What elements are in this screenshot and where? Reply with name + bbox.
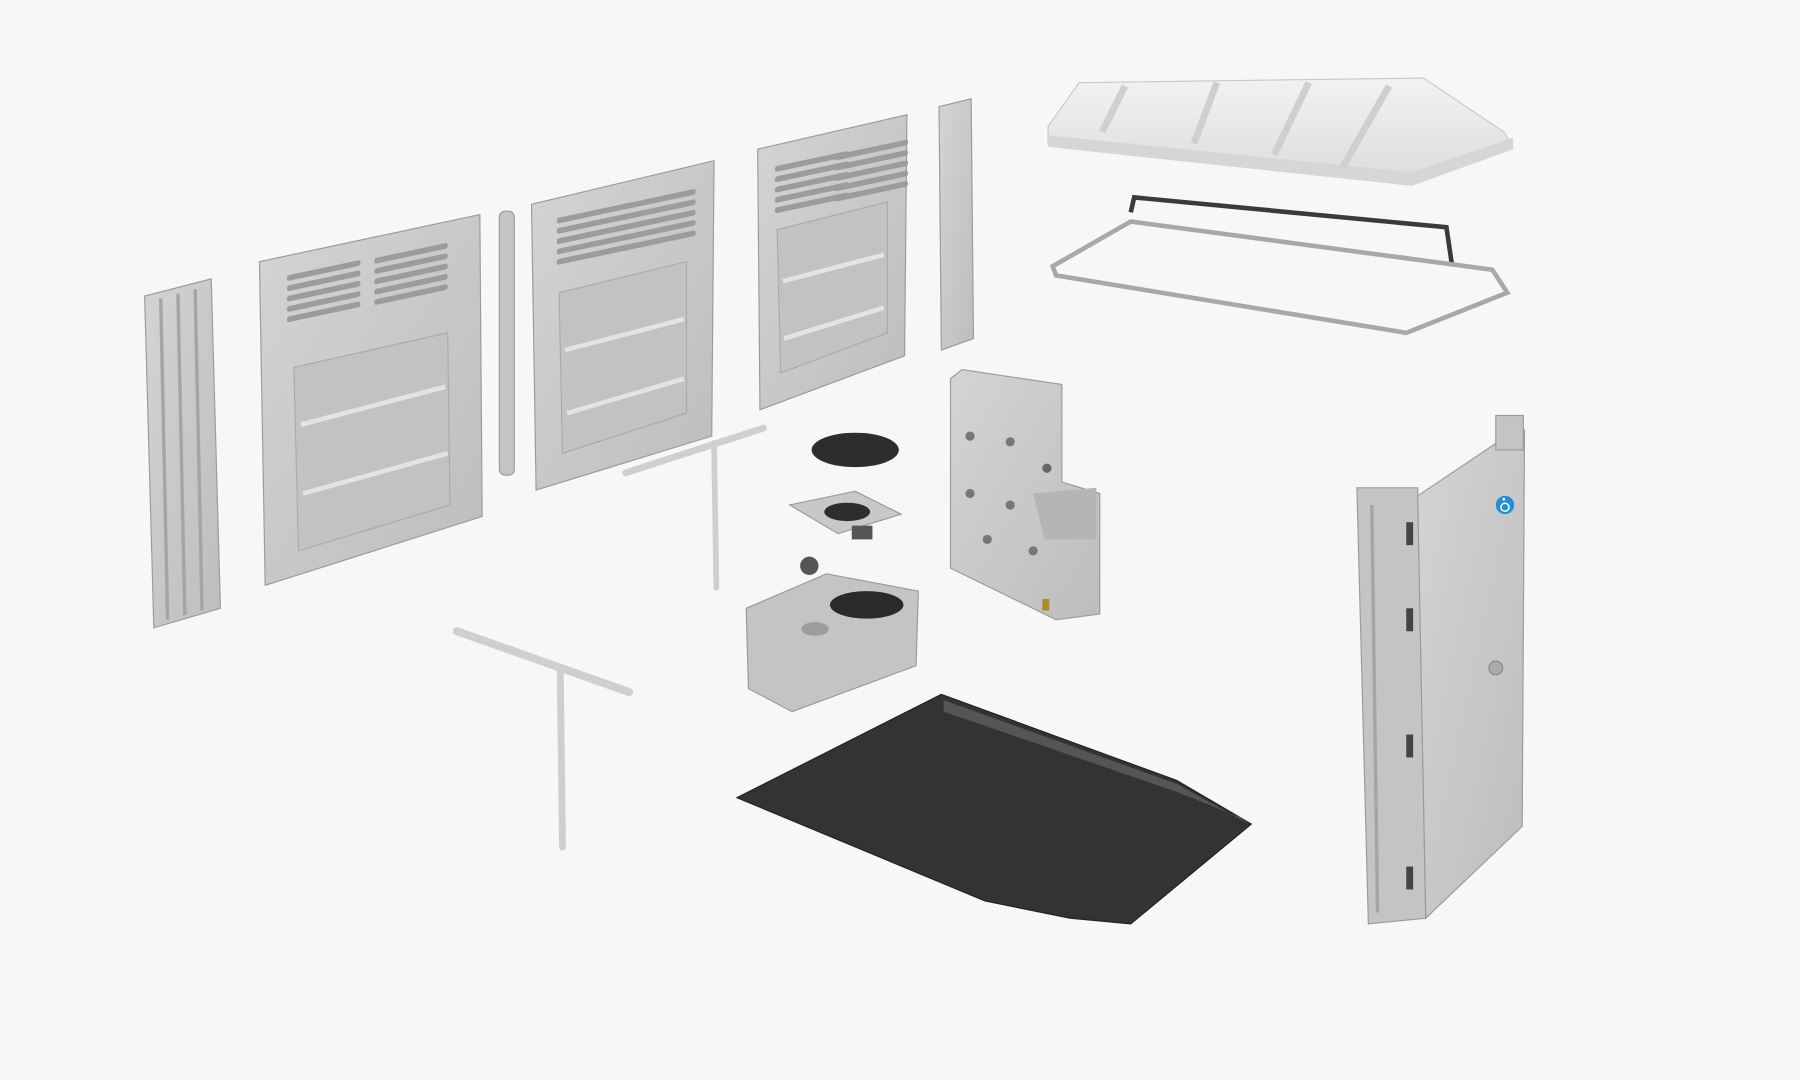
handwash-station	[949, 368, 1101, 621]
roof-frame	[1049, 194, 1511, 336]
wheelchair-icon	[1495, 495, 1515, 515]
grab-bar-upper	[622, 424, 767, 591]
floor-base	[735, 693, 1253, 925]
corner-post-left	[144, 278, 221, 629]
wall-panel-center	[530, 159, 715, 491]
support-pole	[498, 210, 515, 476]
wall-panel-right	[757, 114, 909, 411]
corner-post-right	[938, 97, 975, 351]
roof	[1047, 77, 1514, 186]
wall-panel-left	[258, 213, 483, 587]
grab-bar-lower	[452, 627, 634, 851]
toilet-lid	[811, 432, 899, 468]
toilet-seat	[788, 490, 903, 540]
toilet-base	[745, 556, 919, 713]
door-assembly	[1356, 414, 1526, 925]
